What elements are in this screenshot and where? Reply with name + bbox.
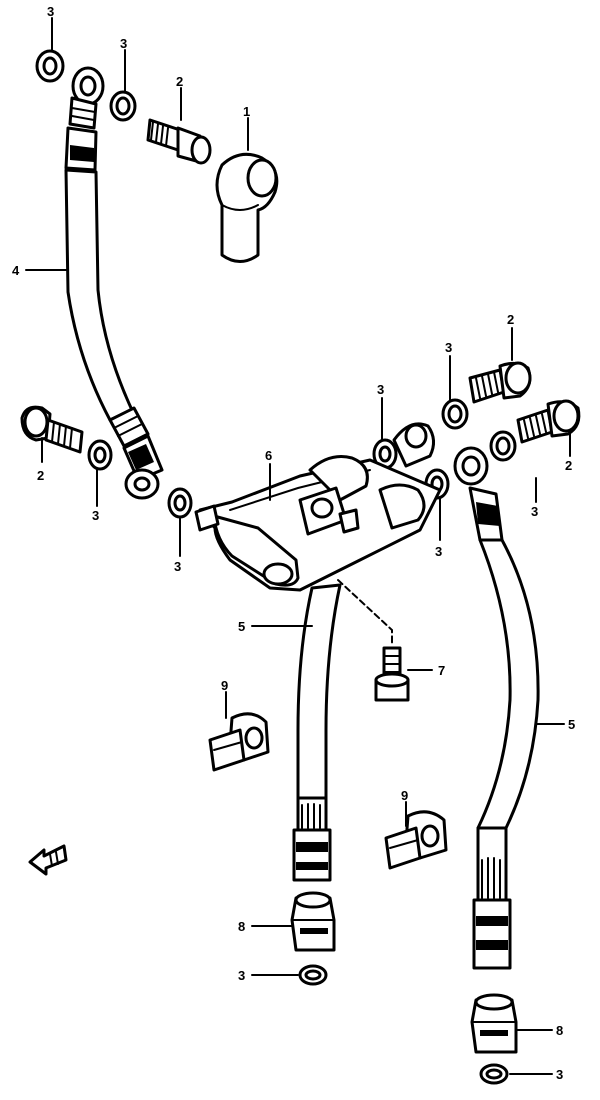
washer-hole — [304, 969, 322, 981]
part-5-brake-hose-right — [453, 446, 540, 970]
callout-5: 5 — [238, 619, 245, 634]
washer-hole — [378, 445, 392, 463]
callout-7: 7 — [438, 663, 445, 678]
part-4-brake-hose-left — [64, 66, 164, 500]
part-6-three-way-joint — [194, 422, 442, 592]
part-1-elbow-cap — [215, 152, 279, 263]
washer-hole — [173, 494, 187, 512]
callout-3: 3 — [174, 559, 181, 574]
washer-hole — [42, 56, 58, 76]
callout-2: 2 — [565, 458, 572, 473]
callout-1: 1 — [243, 104, 250, 119]
callout-3: 3 — [92, 508, 99, 523]
part-5-brake-hose-middle — [292, 583, 342, 882]
washer-hole — [93, 446, 107, 464]
callout-2: 2 — [176, 74, 183, 89]
callout-3: 3 — [435, 544, 442, 559]
part-8-union-right — [470, 993, 518, 1054]
part-2-banjo-bolt-left — [20, 405, 84, 454]
callout-8: 8 — [238, 919, 245, 934]
callout-3: 3 — [556, 1067, 563, 1082]
callout-labels: 3 3 2 1 4 2 3 3 6 3 3 2 3 3 2 5 7 9 9 5 … — [12, 4, 575, 1082]
callout-9: 9 — [401, 788, 408, 803]
callout-3: 3 — [47, 4, 54, 19]
part-2-banjo-bolt-right-lower — [516, 399, 581, 444]
callout-2: 2 — [507, 312, 514, 327]
callout-3: 3 — [531, 504, 538, 519]
washer-hole — [115, 96, 131, 116]
callout-5: 5 — [568, 717, 575, 732]
part-8-union-left — [290, 891, 336, 952]
callout-6: 6 — [265, 448, 272, 463]
leader-lines — [25, 17, 571, 1075]
callout-3: 3 — [377, 382, 384, 397]
part-7-mounting-bolt — [374, 646, 410, 702]
part-9-hose-clamp-right — [384, 810, 448, 870]
callout-2: 2 — [37, 468, 44, 483]
callout-3: 3 — [238, 968, 245, 983]
callout-8: 8 — [556, 1023, 563, 1038]
washer-hole — [495, 436, 511, 456]
callout-4: 4 — [12, 263, 20, 278]
callout-9: 9 — [221, 678, 228, 693]
part-2-banjo-bolt-right-upper — [468, 361, 532, 404]
callout-3: 3 — [120, 36, 127, 51]
front-direction-arrow-icon — [28, 844, 68, 876]
callout-3: 3 — [445, 340, 452, 355]
washer-hole — [447, 404, 463, 424]
part-2-banjo-bolt-top — [146, 118, 212, 165]
washer-hole — [485, 1068, 503, 1080]
part-9-hose-clamp-left — [208, 712, 270, 772]
